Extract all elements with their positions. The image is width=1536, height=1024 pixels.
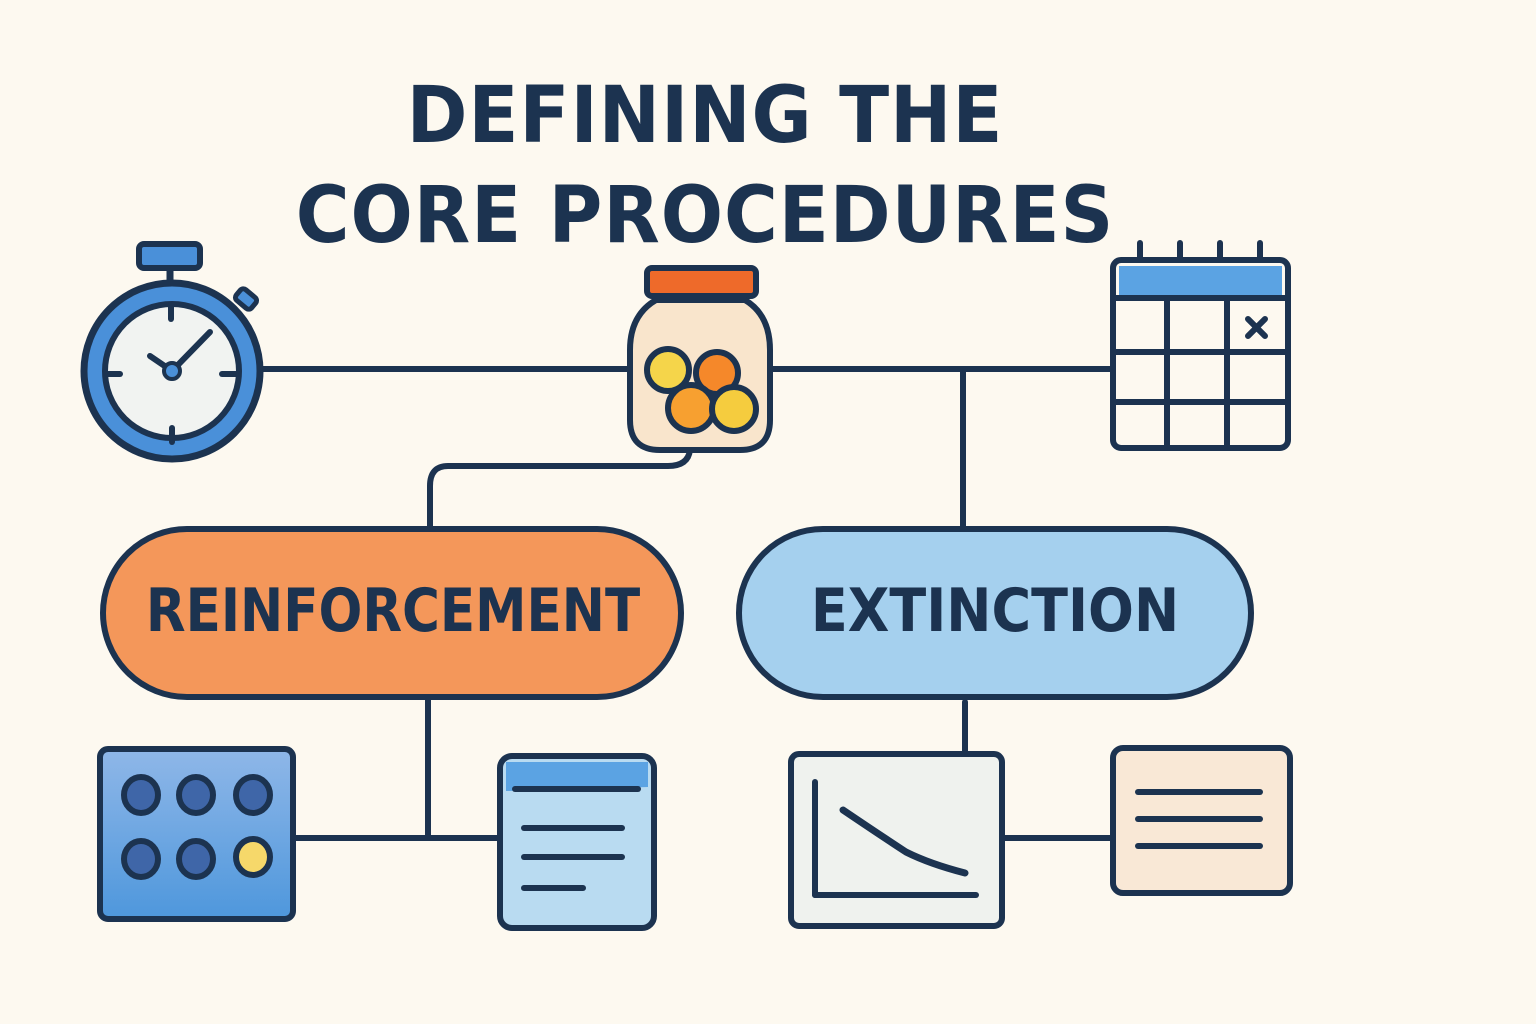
token-jar-icon: [627, 265, 773, 453]
extinction-node: EXTINCTION: [810, 576, 1180, 646]
reinforcement-pill-shape: [100, 526, 684, 700]
token-board-icon: [97, 746, 296, 922]
notes-card-icon: [1110, 745, 1293, 896]
page-title: DEFINING THE CORE PROCEDURES: [0, 66, 1410, 266]
document-list-icon: [497, 753, 657, 931]
declining-graph-icon: [788, 751, 1005, 929]
reinforcement-node: REINFORCEMENT: [145, 576, 641, 646]
connector-lines: [257, 366, 1116, 841]
title-line-1: DEFINING THE: [406, 71, 1004, 161]
calendar-icon: [1110, 240, 1291, 451]
stopwatch-icon: [80, 241, 264, 463]
title-line-2: CORE PROCEDURES: [295, 171, 1115, 261]
extinction-pill-shape: [736, 526, 1254, 700]
